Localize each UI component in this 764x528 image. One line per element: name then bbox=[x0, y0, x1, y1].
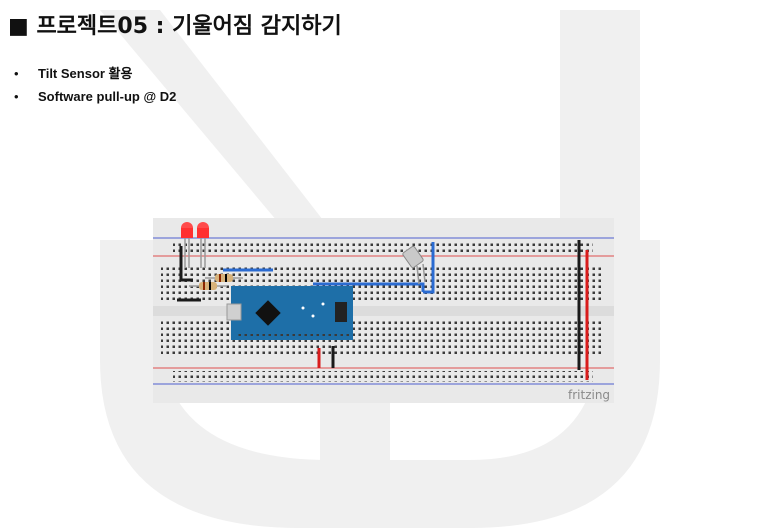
fritzing-credit: fritzing bbox=[568, 388, 611, 402]
bullet-item: • Tilt Sensor 활용 bbox=[14, 62, 176, 85]
bullet-list: • Tilt Sensor 활용 • Software pull-up @ D2 bbox=[14, 62, 176, 108]
bullet-item: • Software pull-up @ D2 bbox=[14, 85, 176, 108]
resistor-icon bbox=[205, 274, 243, 282]
slide-title: ■ 프로젝트05 : 기울어짐 감지하기 bbox=[8, 14, 342, 39]
blue-wire bbox=[423, 242, 435, 294]
rail-holes bbox=[173, 371, 593, 382]
black-wire bbox=[179, 246, 193, 282]
terminal-holes bbox=[161, 320, 601, 356]
red-led-icon bbox=[197, 222, 209, 268]
bullet-text: Software pull-up @ D2 bbox=[38, 89, 177, 104]
arduino-nano-icon bbox=[226, 286, 353, 340]
bullet-marker: • bbox=[14, 66, 19, 81]
bullet-text: Tilt Sensor 활용 bbox=[38, 66, 133, 81]
bullet-marker: • bbox=[14, 89, 19, 104]
blue-wire bbox=[313, 282, 425, 292]
red-led-icon bbox=[181, 222, 193, 268]
tilt-sensor-icon bbox=[402, 245, 426, 285]
resistor-icon bbox=[189, 282, 227, 290]
center-channel bbox=[153, 306, 614, 316]
circuit-diagram bbox=[153, 218, 614, 403]
rail-holes bbox=[173, 241, 593, 253]
